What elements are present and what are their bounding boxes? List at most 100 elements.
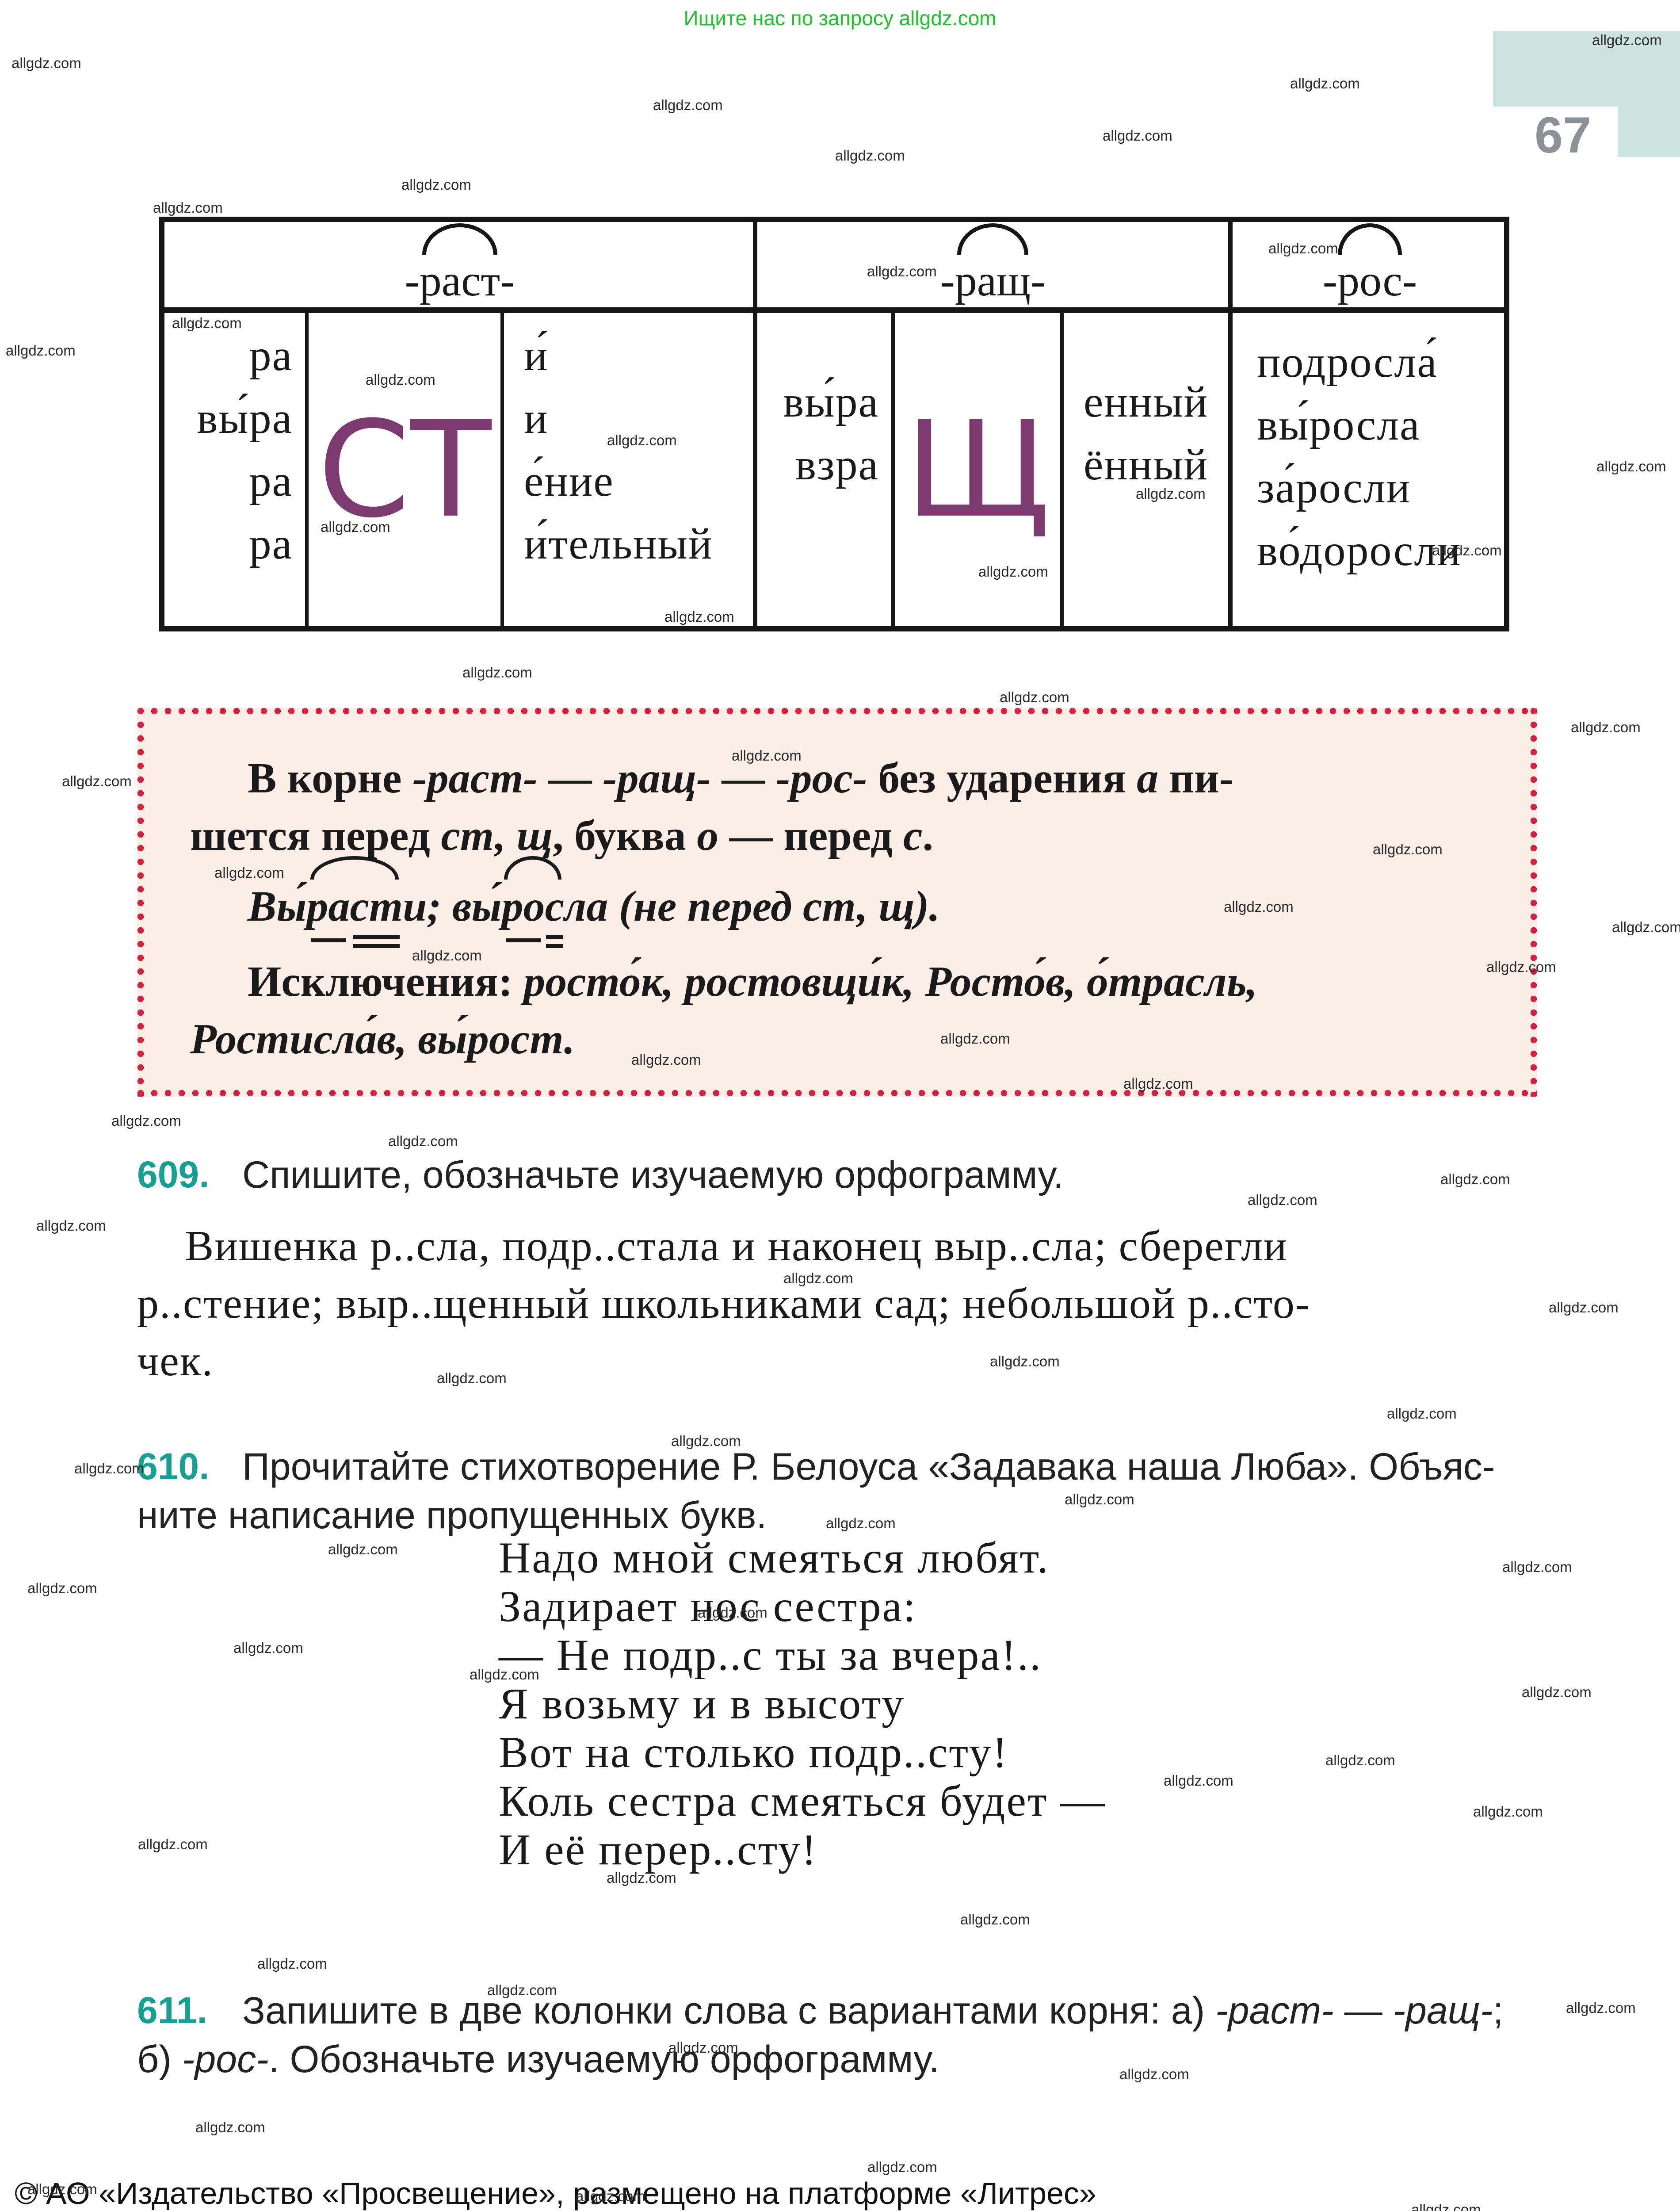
poem-line: И её перер..сту! — [499, 1825, 818, 1874]
corner-decoration-lower — [1618, 107, 1680, 157]
table-subcolumn-divider — [500, 313, 504, 626]
watermark: allgdz.com — [1387, 1405, 1457, 1422]
poem-line: Вот на столько подр..сту! — [499, 1728, 1009, 1777]
text-fragment: без ударения — [867, 754, 1137, 802]
ending: енный — [1084, 377, 1209, 426]
dotted-border-left — [137, 708, 144, 1097]
text-fragment: а — [1137, 754, 1159, 802]
watermark: allgdz.com — [960, 1911, 1030, 1928]
example-word: вы́росла — [1257, 400, 1420, 449]
table-column-divider — [1228, 222, 1233, 626]
example-part: Вы́ — [248, 883, 307, 930]
corner-decoration — [1493, 31, 1680, 107]
exceptions-label: Исключения: — [248, 958, 513, 1006]
watermark: allgdz.com — [1119, 2066, 1189, 2082]
text-fragment: . — [922, 812, 934, 860]
exercise-611-instruction-line: б) -рос-. Обозначьте изучаемую орфограмм… — [137, 2038, 939, 2081]
watermark: allgdz.com — [62, 773, 132, 789]
root-letters: ра — [306, 878, 350, 942]
dotted-border-right — [1530, 708, 1537, 1097]
table-header-rashch: -ращ- — [755, 223, 1230, 306]
ending: ённый — [1084, 440, 1209, 489]
root-arc-rashch: -ращ- — [940, 223, 1046, 305]
text-fragment: В корне — [248, 754, 413, 802]
watermark: allgdz.com — [6, 342, 76, 359]
group2-prefixes: вы́ра взра — [757, 313, 891, 626]
ending: и́ — [524, 331, 549, 380]
rule-exceptions-1: Исключения: росто́к, ростовщи́к, Росто́в… — [190, 953, 1502, 1010]
watermark: allgdz.com — [1290, 75, 1360, 92]
text-fragment: , буква — [553, 812, 697, 860]
table-subcolumn-divider — [1060, 313, 1064, 626]
example-part: ла (не перед — [564, 883, 803, 930]
big-root-st: СТ — [317, 392, 492, 547]
text-fragment: -раст- — [1215, 1989, 1334, 2032]
text-fragment: — — [710, 754, 776, 802]
exercise-609-number: 609. — [137, 1154, 210, 1195]
rule-exceptions-2: Ростисла́в, вы́рост. — [190, 1015, 575, 1063]
watermark: allgdz.com — [1549, 1299, 1619, 1316]
prefix: ра — [249, 519, 293, 568]
watermark: allgdz.com — [27, 1580, 97, 1596]
text-fragment: -ращ- — [1393, 1989, 1493, 2032]
poem-line: Коль сестра смеяться будет — — [499, 1776, 1106, 1825]
rule-box: В корне -раст- — -ращ- — -рос- без ударе… — [137, 708, 1537, 1097]
exercise-611-instruction-line: Запишите в две колонки слова с вариантам… — [242, 1989, 1504, 2033]
watermark: allgdz.com — [1325, 1752, 1395, 1768]
text-fragment: -ращ- — [603, 754, 711, 802]
root-arc: рос — [502, 856, 564, 949]
ending: е́ние — [524, 456, 614, 505]
big-root-shch: Щ — [905, 392, 1050, 547]
table-subcolumn-divider — [305, 313, 309, 626]
watermark: allgdz.com — [1103, 127, 1172, 144]
example-word: подросла́ — [1257, 337, 1438, 386]
ending: и — [524, 394, 549, 443]
table-subcolumn-divider — [891, 313, 895, 626]
text-fragment: шется перед — [190, 812, 441, 860]
watermark: allgdz.com — [388, 1133, 458, 1149]
watermark: allgdz.com — [11, 55, 81, 71]
watermark: allgdz.com — [1164, 1772, 1233, 1789]
exercise-609-instruction: Спишите, обозначьте изучаемую орфограмму… — [242, 1154, 1064, 1196]
example-part: вы́ — [452, 883, 502, 930]
dotted-border-bottom — [137, 1090, 1537, 1097]
text-fragment: Запишите в две колонки слова с вариантам… — [242, 1989, 1216, 2032]
text-fragment: пи- — [1158, 754, 1234, 802]
watermark: allgdz.com — [835, 147, 905, 164]
marked-letters: с — [545, 878, 564, 949]
watermark: allgdz.com — [1566, 2000, 1636, 2016]
text-fragment: — — [538, 754, 603, 802]
watermark: allgdz.com — [153, 199, 223, 216]
marked-letters: ст — [350, 878, 403, 949]
watermark: allgdz.com — [74, 1460, 144, 1477]
exercise-611-number: 611. — [137, 1989, 207, 2031]
rule-example-line: Вы́расти; вы́росла (не перед ст, щ). — [190, 856, 1502, 949]
watermark: allgdz.com — [138, 1836, 208, 1852]
table-header-rast: -раст- — [164, 223, 755, 306]
exercise-610-instruction-line: Прочитайте стихотворение Р. Белоуса «Зад… — [242, 1446, 1495, 1488]
table-header-divider — [164, 307, 1504, 313]
rule-line-2: шется перед ст, щ, буква о — перед с. — [190, 807, 1502, 865]
text-fragment: с — [903, 812, 923, 860]
watermark: allgdz.com — [990, 1353, 1060, 1369]
ending: и́тельный — [524, 519, 713, 568]
text-fragment: — перед — [718, 812, 904, 860]
text-fragment: ст, щ — [441, 812, 553, 860]
text-fragment: б) — [137, 2038, 182, 2081]
poem-line: Надо мной смеяться любят. — [499, 1533, 1050, 1582]
table-column-divider — [753, 222, 757, 626]
watermark: allgdz.com — [328, 1541, 398, 1557]
text-fragment: — — [1333, 1989, 1393, 2032]
watermark: allgdz.com — [1473, 1803, 1543, 1820]
root-arc-rast: -раст- — [405, 223, 515, 305]
text-fragment: . Обозначьте изучаемую орфограмму. — [268, 2038, 939, 2081]
watermark: allgdz.com — [1522, 1684, 1592, 1700]
exercise-610-number: 610. — [137, 1446, 210, 1487]
rule-text: В корне -раст- — -ращ- — -рос- без ударе… — [190, 750, 1502, 1068]
watermark: allgdz.com — [111, 1113, 181, 1129]
watermark: allgdz.com — [867, 2159, 937, 2175]
poem-line: Я возьму и в высоту — [499, 1679, 905, 1728]
poem-line: — Не подр..с ты за вчера!.. — [499, 1630, 1042, 1679]
watermark: allgdz.com — [257, 1955, 327, 1972]
